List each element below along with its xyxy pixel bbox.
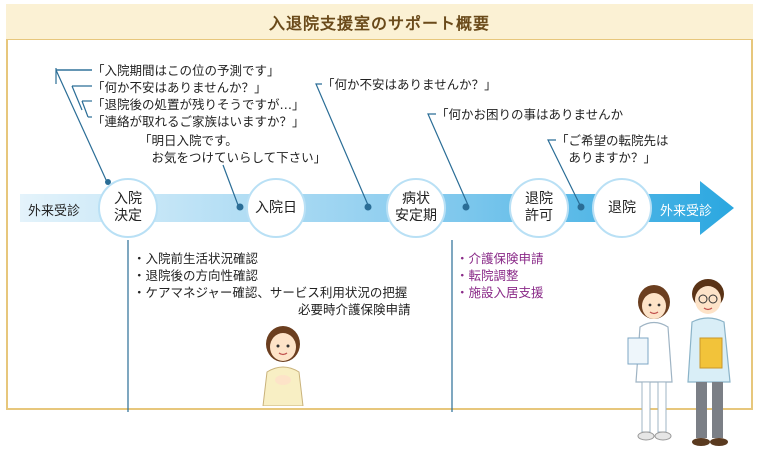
callout-discharge: 「ご希望の転院先は ありますか？」 <box>556 132 669 166</box>
diagram-title: 入退院支援室のサポート概要 <box>268 13 490 33</box>
checklist-item: 必要時介護保険申請 <box>298 302 411 317</box>
callout-line: 「連絡が取れるご家族はいますか？」 <box>92 114 305 129</box>
node-label: 安定期 <box>395 208 437 224</box>
node-stable-period: 病状 安定期 <box>386 178 446 238</box>
callout-line: 「何か不安はありませんか？」 <box>92 80 267 95</box>
connector-dot <box>236 203 244 211</box>
connector-line <box>55 69 108 183</box>
node-admission-day: 入院日 <box>246 178 306 238</box>
connector-dot <box>364 203 372 211</box>
checklist-item: ・ケアマネジャー確認、サービス利用状況の把握 <box>133 285 408 300</box>
callout-stable: 「何か不安はありませんか？」 <box>322 77 497 92</box>
staff-illustration <box>627 279 731 446</box>
callout-line: お気をつけていらして下さい」 <box>139 150 327 165</box>
connector-line <box>547 139 581 206</box>
checklist-left: ・入院前生活状況確認 ・退院後の方向性確認 ・ケアマネジャー確認、サービス利用状… <box>133 250 411 318</box>
node-label: 退院 <box>525 191 553 207</box>
checklist-item: ・転院調整 <box>456 268 519 283</box>
checklist-item: ・介護保険申請 <box>456 251 544 266</box>
callout-decision: 「入院期間はこの位の予測です」 「何か不安はありませんか？」 「退院後の処置が残… <box>92 62 305 130</box>
patient-illustration <box>262 326 304 406</box>
node-label: 許可 <box>525 208 553 224</box>
end-label: 外来受診 <box>660 204 713 219</box>
connector-line <box>71 85 83 111</box>
connector-dot <box>577 203 585 211</box>
callout-line: ありますか？」 <box>556 150 657 165</box>
callout-line: 「ご希望の転院先は <box>556 133 669 148</box>
node-label: 入院 <box>114 191 142 207</box>
node-label: 退院 <box>608 199 636 216</box>
checklist-item: ・退院後の方向性確認 <box>133 268 259 283</box>
node-discharge: 退院 <box>592 178 652 238</box>
checklist-right: ・介護保険申請 ・転院調整 ・施設入居支援 <box>456 250 544 301</box>
connector-dot <box>462 203 470 211</box>
callout-permit: 「何かお困りの事はありませんか <box>436 107 624 122</box>
node-discharge-permit: 退院 許可 <box>509 178 569 238</box>
callout-line: 「明日入院です。 <box>139 133 238 148</box>
connector-line <box>222 164 239 206</box>
node-label: 入院日 <box>255 199 297 216</box>
checklist-item: ・施設入居支援 <box>456 285 544 300</box>
connector-line <box>81 100 89 118</box>
node-label: 決定 <box>114 208 142 224</box>
callout-line: 「入院期間はこの位の予測です」 <box>92 63 280 78</box>
connector-line <box>427 113 469 206</box>
connector-line <box>315 83 369 206</box>
start-label: 外来受診 <box>28 204 81 219</box>
title-bar: 入退院支援室のサポート概要 <box>6 4 753 40</box>
callout-admission: 「明日入院です。 お気をつけていらして下さい」 <box>139 132 326 166</box>
callout-line: 「退院後の処置が残りそうですが…」 <box>92 97 305 112</box>
node-label: 病状 <box>402 191 430 207</box>
node-admission-decision: 入院 決定 <box>98 178 158 238</box>
checklist-item: ・入院前生活状況確認 <box>133 251 259 266</box>
